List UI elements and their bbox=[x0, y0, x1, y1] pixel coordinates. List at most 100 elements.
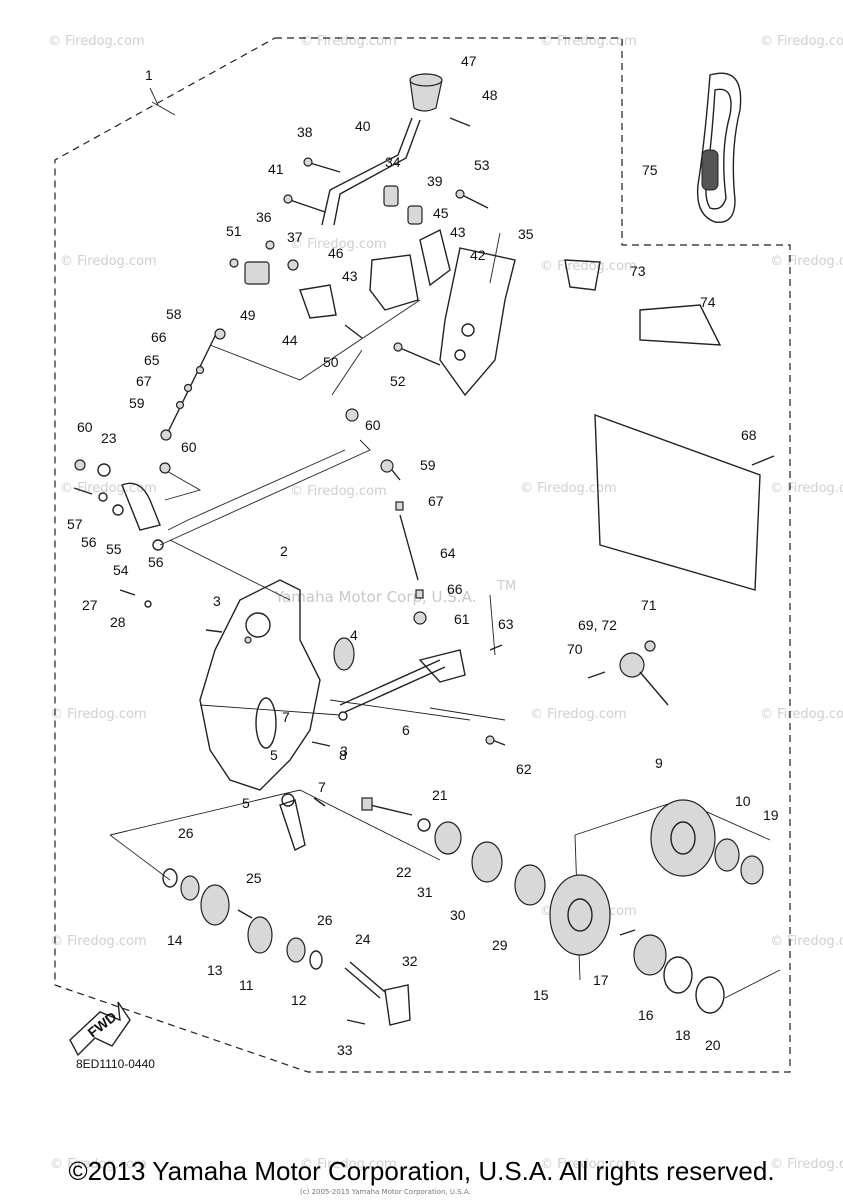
tensioner-arm bbox=[279, 799, 306, 851]
nut bbox=[74, 459, 86, 471]
nut bbox=[265, 240, 275, 250]
watermark-text: © Firedog.com bbox=[48, 34, 145, 49]
part-number-label: 2 bbox=[280, 543, 288, 559]
bolt-head bbox=[393, 342, 403, 352]
part-number-label: 17 bbox=[593, 972, 609, 988]
shift-rod bbox=[167, 329, 219, 433]
circlip bbox=[663, 956, 693, 994]
part-number-label: 50 bbox=[323, 354, 339, 370]
part-number-label: 51 bbox=[226, 223, 242, 239]
sprocket-hub bbox=[567, 898, 593, 932]
washer bbox=[98, 492, 108, 502]
bolt-head bbox=[303, 157, 313, 167]
case-bore bbox=[245, 612, 271, 638]
watermark-text: © Firedog.com bbox=[50, 934, 147, 949]
nut bbox=[159, 462, 171, 474]
part-number-label: 6 bbox=[402, 722, 410, 738]
watermark-text: © Firedog.com bbox=[50, 707, 147, 722]
bolt bbox=[369, 804, 413, 816]
rod-nut bbox=[195, 365, 205, 375]
rod-end bbox=[160, 429, 172, 441]
bolt-head bbox=[485, 735, 495, 745]
part-number-label: 30 bbox=[450, 907, 466, 923]
drive-components bbox=[162, 797, 764, 1026]
rod-end-stem bbox=[391, 469, 401, 481]
watermark-text: © Firedog.com bbox=[520, 481, 617, 496]
bolt bbox=[344, 324, 363, 339]
lever-pivot bbox=[369, 254, 419, 311]
assembly-boundary bbox=[54, 37, 791, 1073]
tm-mark: TM bbox=[496, 579, 516, 594]
bolt bbox=[346, 1019, 366, 1025]
part-number-label: 56 bbox=[148, 554, 164, 570]
watermark-text: © Firedog.com bbox=[540, 1157, 637, 1172]
watermark-text: © Firedog.com bbox=[770, 1157, 843, 1172]
watermark-text: © Firedog.com bbox=[770, 254, 843, 269]
part-number-label: 3 bbox=[213, 593, 221, 609]
watermark-text: © Firedog.com bbox=[300, 34, 397, 49]
drive-sprocket bbox=[200, 884, 230, 926]
part-number-label: 73 bbox=[630, 263, 646, 279]
washer bbox=[97, 463, 111, 477]
part-number-label: 4 bbox=[350, 627, 358, 643]
sprocket bbox=[549, 874, 611, 956]
watermark-text: © Firedog.com bbox=[50, 1157, 147, 1172]
spring-pin bbox=[313, 797, 326, 807]
part-number-label: 40 bbox=[355, 118, 371, 134]
needle-bearing bbox=[514, 864, 546, 906]
spring bbox=[471, 841, 503, 883]
case-hole bbox=[244, 636, 252, 644]
part-number-label: 13 bbox=[207, 962, 223, 978]
bearing bbox=[333, 637, 355, 671]
rod-end bbox=[413, 611, 427, 625]
drawing-code: 8ED1110-0440 bbox=[76, 1057, 155, 1071]
bracket bbox=[299, 284, 337, 319]
tensioner-pivot bbox=[281, 793, 295, 807]
part-number-label: 43 bbox=[342, 268, 358, 284]
bolt bbox=[73, 487, 93, 495]
bolt bbox=[587, 671, 606, 679]
shift-linkage-center bbox=[380, 459, 427, 625]
chain-cover-guard bbox=[594, 413, 761, 591]
watermark-text: © Firedog.com bbox=[540, 259, 637, 274]
part-number-label: 26 bbox=[317, 912, 333, 928]
shaft bbox=[339, 659, 446, 713]
part-number-label: 62 bbox=[516, 761, 532, 777]
part-number-label: 63 bbox=[498, 616, 514, 632]
chain-tensioner bbox=[279, 793, 326, 851]
bolt bbox=[619, 929, 636, 936]
plate bbox=[419, 228, 451, 287]
part-number-label: 43 bbox=[450, 224, 466, 240]
part-number-label: 18 bbox=[675, 1027, 691, 1043]
bolt bbox=[119, 589, 136, 596]
bracket bbox=[384, 984, 411, 1026]
shift-arm bbox=[418, 649, 466, 683]
washer bbox=[309, 950, 323, 970]
part-number-label: 71 bbox=[641, 597, 657, 613]
part-number-label: 34 bbox=[385, 154, 401, 170]
dog-clutch bbox=[633, 934, 667, 976]
watermark-text: © Firedog.com bbox=[290, 484, 387, 499]
part-number-label: 69, 72 bbox=[578, 617, 617, 633]
part-number-label: 3 bbox=[340, 743, 348, 759]
part-number-label: 47 bbox=[461, 53, 477, 69]
part-number-label: 12 bbox=[291, 992, 307, 1008]
part-number-label: 9 bbox=[655, 755, 663, 771]
part-number-label: 10 bbox=[735, 793, 751, 809]
label-sticker bbox=[639, 304, 722, 346]
bearing bbox=[714, 838, 740, 872]
chain-links bbox=[701, 149, 719, 191]
part-number-label: 66 bbox=[151, 329, 167, 345]
part-number-label: 64 bbox=[440, 545, 456, 561]
part-number-label: 8 bbox=[339, 747, 347, 763]
part-number-label: 60 bbox=[365, 417, 381, 433]
small-copyright: (c) 2005-2015 Yamaha Motor Corporation, … bbox=[300, 1188, 471, 1196]
part-number-label: 32 bbox=[402, 953, 418, 969]
part-number-label: 28 bbox=[110, 614, 126, 630]
bolt-head bbox=[455, 189, 465, 199]
label-plate bbox=[564, 259, 601, 291]
part-number-label: 38 bbox=[297, 124, 313, 140]
nut bbox=[415, 589, 424, 599]
part-number-label: 55 bbox=[106, 541, 122, 557]
